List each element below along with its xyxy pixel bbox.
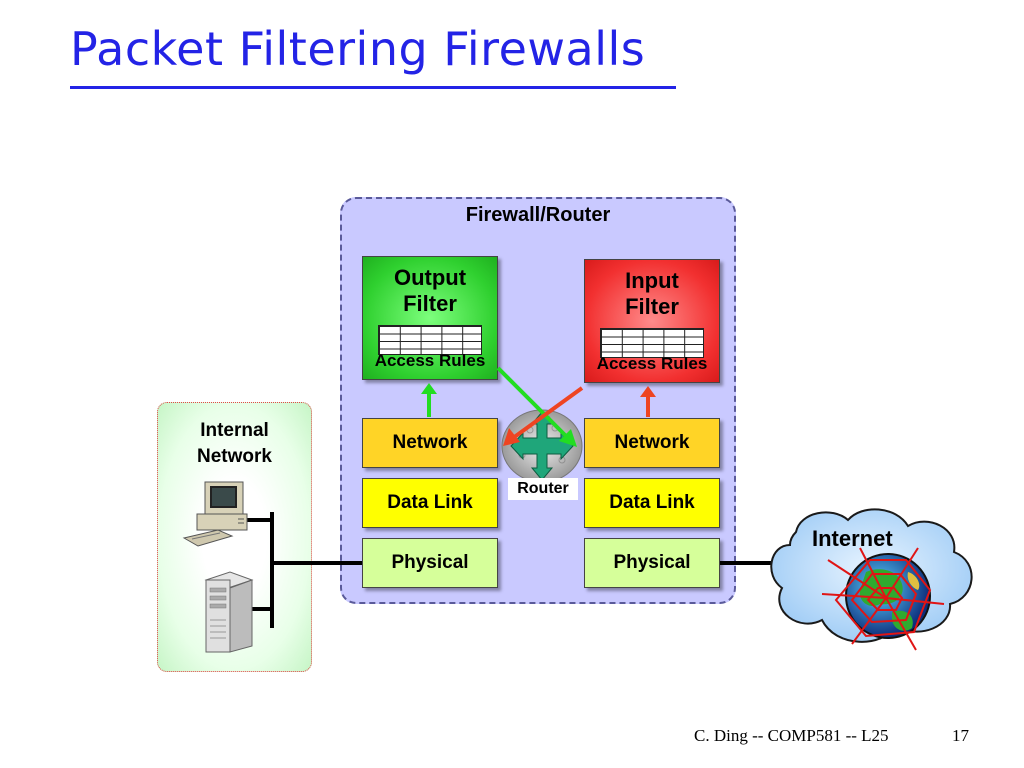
slide-title: Packet Filtering Firewalls — [70, 22, 646, 76]
input-filter-title: Input Filter — [585, 268, 719, 320]
right-datalink-layer: Data Link — [584, 478, 720, 528]
globe-web-icon — [821, 547, 945, 651]
left-physical-layer: Physical — [362, 538, 498, 588]
server-tower-icon — [204, 571, 254, 653]
input-filter-title-line1: Input — [625, 268, 679, 293]
internal-network-wiring — [237, 512, 362, 628]
green-up-arrow — [421, 383, 437, 417]
internal-network-label-line1: Internal — [200, 420, 269, 441]
input-filter: Input Filter Access Rules — [584, 259, 720, 383]
router-label: Router — [508, 478, 578, 500]
output-filter-title-line1: Output — [393, 265, 467, 290]
footer-text: C. Ding -- COMP581 -- L25 — [694, 726, 889, 745]
right-network-layer: Network — [584, 418, 720, 468]
left-datalink-layer: Data Link — [362, 478, 498, 528]
access-rules-table-icon — [600, 328, 704, 358]
access-rules-table-icon — [378, 325, 482, 355]
red-up-arrow — [640, 386, 656, 417]
input-access-rules-label: Access Rules — [596, 354, 708, 373]
page-number: 17 — [952, 726, 969, 745]
internet-label: Internet — [812, 526, 893, 551]
green-diagonal-arrow — [496, 366, 577, 447]
desktop-computer-icon — [182, 481, 248, 547]
output-filter-title-line2: Filter — [403, 291, 457, 316]
router-icon — [501, 409, 583, 483]
title-underline — [70, 86, 676, 89]
internal-network-label-line2: Network — [197, 446, 272, 467]
right-physical-layer: Physical — [584, 538, 720, 588]
output-access-rules-label: Access Rules — [374, 351, 486, 370]
firewall-router-label: Firewall/Router — [465, 204, 611, 226]
left-network-layer: Network — [362, 418, 498, 468]
internal-network-label: Internal Network — [157, 418, 312, 470]
output-filter-title: Output Filter — [363, 265, 497, 317]
red-diagonal-arrow — [503, 386, 584, 446]
input-filter-title-line2: Filter — [625, 294, 679, 319]
output-filter: Output Filter Access Rules — [362, 256, 498, 380]
